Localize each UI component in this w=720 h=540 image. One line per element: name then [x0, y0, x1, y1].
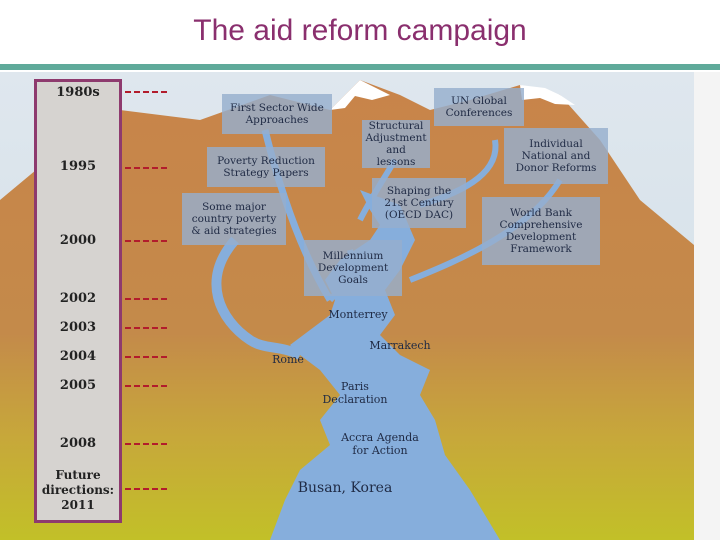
box-world-bank: World Bank Comprehensive Development Fra… — [482, 197, 600, 265]
dash-1980s — [125, 91, 167, 93]
dash-2000 — [125, 240, 167, 242]
right-edge — [694, 72, 720, 540]
dash-1995 — [125, 167, 167, 169]
box-poverty-reduction: Poverty Reduction Strategy Papers — [207, 147, 325, 187]
year-2008: 2008 — [59, 436, 97, 451]
label-paris: Paris Declaration — [322, 380, 388, 406]
label-busan: Busan, Korea — [297, 480, 393, 496]
label-rome: Rome — [272, 353, 304, 366]
dash-2003 — [125, 327, 167, 329]
year-2000: 2000 — [59, 233, 97, 248]
year-1980s: 1980s — [56, 85, 100, 100]
label-accra: Accra Agenda for Action — [341, 431, 419, 457]
future-line-3: 2011 — [61, 498, 95, 512]
dash-2002 — [125, 298, 167, 300]
dash-2008 — [125, 443, 167, 445]
label-marrakech: Marrakech — [369, 339, 431, 352]
dash-future — [125, 488, 167, 490]
timeline-panel — [34, 79, 122, 523]
box-structural: Structural Adjustment and lessons — [362, 120, 430, 168]
box-shaping: Shaping the 21st Century (OECD DAC) — [372, 178, 466, 228]
page-title: The aid reform campaign — [193, 14, 527, 47]
future-directions: Future directions: 2011 — [34, 468, 122, 513]
snow-cap-center — [330, 80, 390, 110]
year-2003: 2003 — [59, 320, 97, 335]
label-monterrey: Monterrey — [328, 308, 388, 321]
tributary-left — [211, 236, 303, 360]
title-divider — [0, 64, 720, 70]
dash-2004 — [125, 356, 167, 358]
year-1995: 1995 — [59, 159, 97, 174]
box-first-sector: First Sector Wide Approaches — [222, 94, 332, 134]
year-2004: 2004 — [59, 349, 97, 364]
future-line-2: directions: — [41, 483, 115, 497]
future-line-1: Future — [55, 468, 101, 482]
box-individual: Individual National and Donor Reforms — [504, 128, 608, 184]
box-un-global: UN Global Conferences — [434, 88, 524, 126]
snow-cap-right — [520, 85, 575, 105]
year-2002: 2002 — [59, 291, 97, 306]
year-2005: 2005 — [59, 378, 97, 393]
box-mdg: Millennium Development Goals — [304, 240, 402, 296]
dash-2005 — [125, 385, 167, 387]
box-some-major: Some major country poverty & aid strateg… — [182, 193, 286, 245]
